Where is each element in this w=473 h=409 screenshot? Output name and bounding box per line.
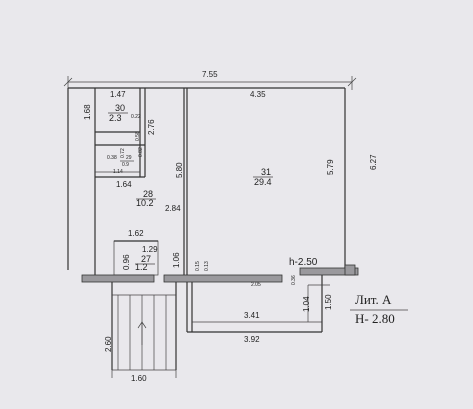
dim-2-60: 2.60 <box>104 336 113 352</box>
dim-width-right: 4.35 <box>250 90 266 99</box>
dim-1-68: 1.68 <box>83 104 92 120</box>
dim-2-76: 2.76 <box>147 119 156 135</box>
dim-5-80: 5.80 <box>175 162 184 178</box>
room-29-area: 0.9 <box>122 162 129 168</box>
height-label: Н- 2.80 <box>355 311 395 326</box>
dim-1-64: 1.64 <box>116 180 132 189</box>
dim-width-top: 7.55 <box>202 70 218 79</box>
dim-1-06: 1.06 <box>172 252 181 268</box>
dim-1-62: 1.62 <box>128 229 144 238</box>
dim-0-36: 0.36 <box>291 275 297 285</box>
dim-5-79: 5.79 <box>326 159 335 175</box>
room-28-num: 28 <box>143 189 153 199</box>
dim-3-41: 3.41 <box>244 311 260 320</box>
dim-1-50: 1.50 <box>324 294 333 310</box>
dim-0-82: 0.82 <box>138 147 144 157</box>
room-29-num: 29 <box>126 155 132 161</box>
dim-2-05: 2.05 <box>251 282 261 288</box>
room-31-num: 31 <box>261 167 271 177</box>
dim-0-96: 0.96 <box>122 254 131 270</box>
room-30-num: 30 <box>115 103 125 113</box>
dim-1-60: 1.60 <box>131 374 147 383</box>
room-31-area: 29.4 <box>254 177 272 187</box>
dim-0-38: 0.38 <box>107 155 117 161</box>
room-28-area: 10.2 <box>136 198 154 208</box>
dim-0-58: 0.58 <box>135 131 141 141</box>
dim-1-04: 1.04 <box>302 296 311 312</box>
room-27-area: 1.2 <box>135 262 148 272</box>
ceiling-height-label: h-2.50 <box>289 257 318 268</box>
dim-0-22: 0.22 <box>131 114 141 120</box>
dim-3-92: 3.92 <box>244 335 260 344</box>
dim-6-27: 6.27 <box>369 154 378 170</box>
dim-1-29: 1.29 <box>142 245 158 254</box>
lit-label: Лит. А <box>355 292 392 307</box>
dim-2-84: 2.84 <box>165 204 181 213</box>
dim-1-14: 1.14 <box>113 169 123 175</box>
dim-left-upper: 1.47 <box>110 90 126 99</box>
dim-0-15: 0.15 <box>195 261 201 271</box>
dim-0-72: 0.72 <box>120 148 126 158</box>
room-27-num: 27 <box>141 254 151 264</box>
dim-0-13: 0.13 <box>204 261 210 271</box>
room-30-area: 2.3 <box>109 113 122 123</box>
